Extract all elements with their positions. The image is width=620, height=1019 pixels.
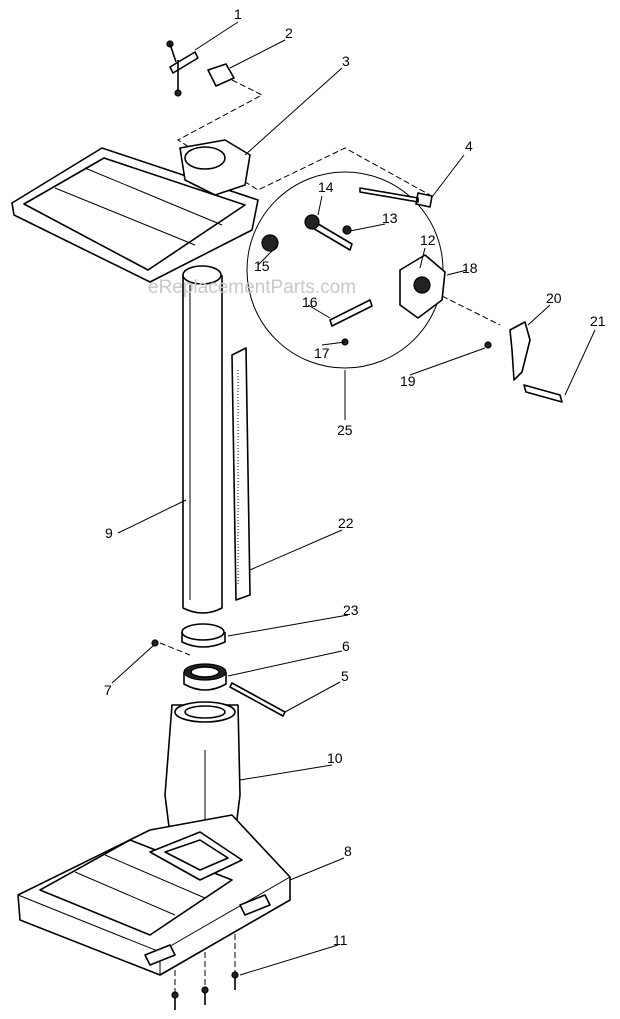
part-label-3: 3 [342, 53, 350, 69]
part-label-7: 7 [104, 682, 112, 698]
part-label-25: 25 [337, 422, 353, 438]
part-label-9: 9 [105, 525, 113, 541]
crank-assembly-detail [261, 214, 446, 346]
pin-part [207, 63, 235, 87]
part-label-1: 1 [234, 6, 242, 22]
part-label-6: 6 [342, 638, 350, 654]
part-label-12: 12 [420, 232, 436, 248]
part-label-18: 18 [462, 260, 478, 276]
part-label-21: 21 [590, 313, 606, 329]
part-label-20: 20 [546, 290, 562, 306]
assembly-line [159, 642, 191, 656]
table-part [11, 139, 259, 283]
part-label-4: 4 [465, 138, 473, 154]
part-label-17: 17 [314, 345, 330, 361]
part-label-16: 16 [302, 294, 318, 310]
bolt-part [359, 187, 433, 208]
watermark: eReplacementParts.com [148, 277, 356, 298]
part-label-10: 10 [327, 750, 343, 766]
part-label-13: 13 [382, 210, 398, 226]
column-support-part [164, 701, 241, 836]
part-label-15: 15 [254, 258, 270, 274]
part-label-22: 22 [338, 515, 354, 531]
leader-lines [111, 21, 596, 976]
part-label-11: 11 [333, 932, 348, 948]
part-label-2: 2 [285, 25, 293, 41]
part-label-5: 5 [341, 668, 349, 684]
part-label-19: 19 [400, 373, 416, 389]
locking-handle-part [166, 40, 199, 97]
collar-parts [151, 623, 286, 717]
assembly-line [409, 279, 501, 326]
crank-handle-part [484, 321, 563, 403]
part-label-23: 23 [343, 602, 359, 618]
part-label-14: 14 [318, 179, 334, 195]
rack-part [231, 347, 251, 601]
column-part [182, 265, 223, 614]
screw-parts [171, 971, 239, 1010]
base-part [17, 814, 291, 976]
part-label-8: 8 [344, 843, 352, 859]
